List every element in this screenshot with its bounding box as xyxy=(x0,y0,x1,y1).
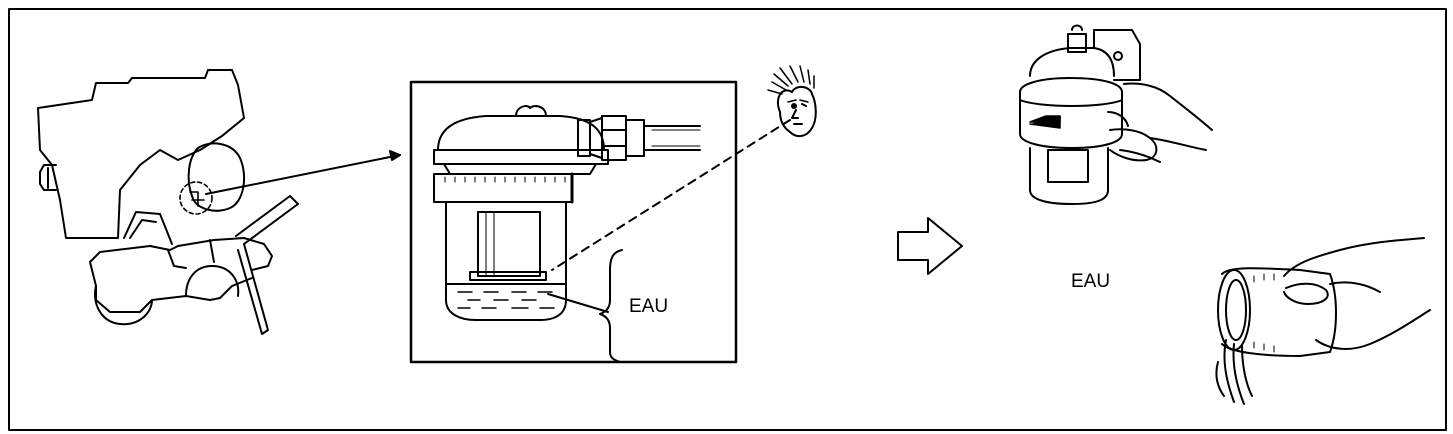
figure-border xyxy=(8,8,1447,431)
draining-bowl-illustration xyxy=(1215,237,1431,405)
next-step-arrow-icon xyxy=(897,217,963,275)
water-separator-bowl xyxy=(433,105,701,321)
excavator-sketch xyxy=(37,69,299,335)
water-brace xyxy=(599,249,623,363)
sight-line xyxy=(551,119,791,271)
eau-bowl-label: EAU xyxy=(629,296,669,317)
observer-face-icon xyxy=(767,65,817,138)
unscrewing-ring-illustration xyxy=(1019,24,1213,205)
filter-detail-box xyxy=(409,80,738,364)
eau-drain-label: EAU xyxy=(1071,271,1111,292)
callout-arrow xyxy=(205,150,401,195)
